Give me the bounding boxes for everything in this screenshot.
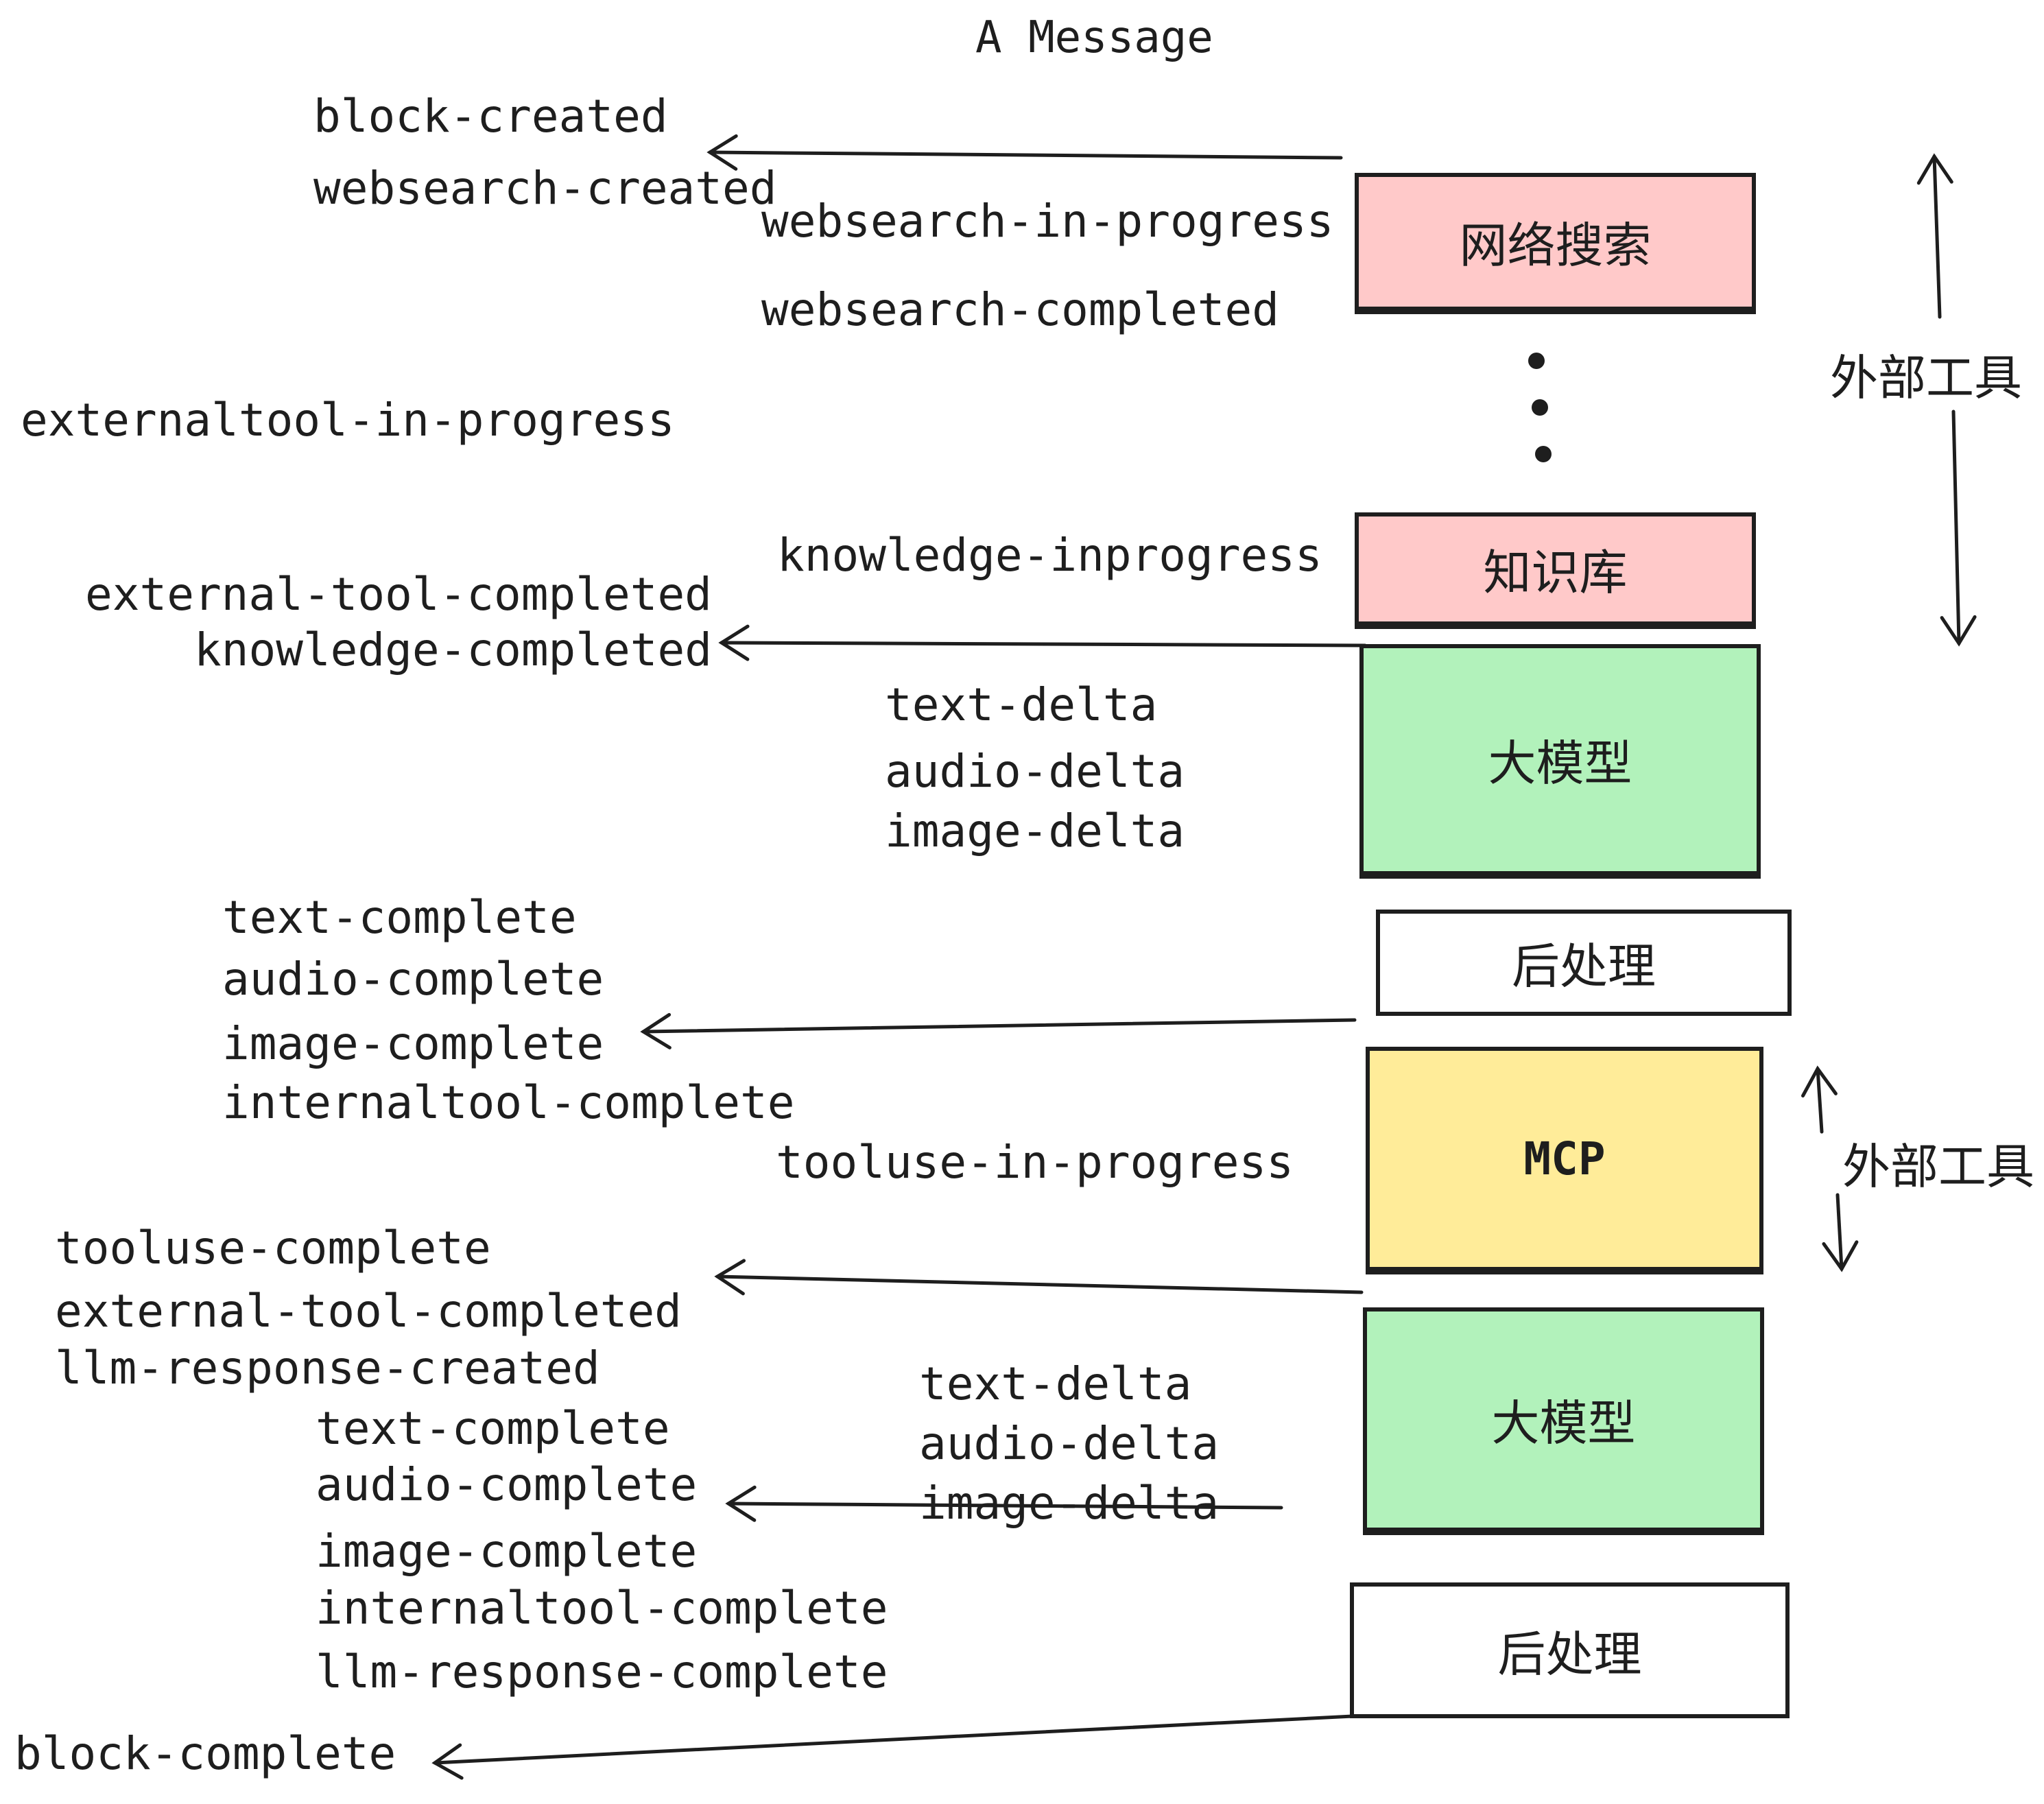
node-llm-1-label: 大模型 — [1488, 737, 1632, 790]
event-external-tool-completed-1: external-tool-completed — [85, 568, 712, 621]
arrow-to-tooluse-complete — [714, 1259, 1364, 1296]
node-knowledge: 知识库 — [1355, 512, 1756, 629]
arrow-to-websearch-created — [706, 134, 1343, 171]
event-external-tool-completed-2: external-tool-completed — [55, 1285, 682, 1338]
external-tools-label-top: 外部工具 — [1830, 351, 2022, 405]
event-text-complete-1: text-complete — [222, 891, 577, 944]
external-tools-label-mcp: 外部工具 — [1842, 1140, 2034, 1194]
mcp-down-arrow — [1822, 1193, 1859, 1272]
event-llm-response-complete: llm-response-complete — [316, 1646, 888, 1698]
event-internaltool-complete-2: internaltool-complete — [316, 1582, 888, 1635]
diagram-title: A Message — [975, 12, 1213, 63]
external-tools-down-arrow — [1940, 410, 1977, 647]
event-externaltool-in-progress: externaltool-in-progress — [21, 394, 675, 447]
arrow-to-block-complete — [431, 1714, 1355, 1780]
node-post-2-label: 后处理 — [1497, 1627, 1642, 1681]
event-internaltool-complete-1: internaltool-complete — [222, 1076, 795, 1129]
vertical-ellipsis — [1528, 353, 1552, 462]
node-llm-2-label: 大模型 — [1491, 1397, 1636, 1450]
ellipsis-dot — [1528, 353, 1545, 369]
event-tooluse-complete: tooluse-complete — [55, 1222, 491, 1274]
node-post-1: 后处理 — [1376, 910, 1792, 1016]
node-websearch-label: 网络搜索 — [1459, 219, 1652, 272]
node-post-1-label: 后处理 — [1512, 940, 1656, 993]
mcp-up-arrow — [1801, 1065, 1838, 1134]
event-websearch-completed: websearch-completed — [761, 283, 1279, 336]
event-llm-response-created: llm-response-created — [55, 1342, 600, 1394]
event-audio-delta-2: audio-delta — [919, 1417, 1220, 1470]
ellipsis-dot — [1532, 399, 1548, 416]
node-llm-1: 大模型 — [1359, 644, 1761, 879]
arrow-to-knowledge-completed — [718, 624, 1367, 661]
node-knowledge-label: 知识库 — [1483, 546, 1628, 600]
event-text-delta-2: text-delta — [919, 1357, 1192, 1410]
event-block-complete: block-complete — [14, 1727, 396, 1780]
node-mcp: MCP — [1366, 1047, 1763, 1274]
external-tools-up-arrow — [1916, 153, 1953, 319]
node-mcp-label: MCP — [1523, 1132, 1606, 1185]
event-tooluse-in-progress: tooluse-in-progress — [776, 1136, 1294, 1189]
node-llm-2: 大模型 — [1363, 1307, 1764, 1535]
event-image-delta-2: image-delta — [919, 1477, 1220, 1530]
event-websearch-in-progress: websearch-in-progress — [761, 195, 1334, 248]
event-knowledge-completed: knowledge-completed — [194, 624, 712, 676]
event-image-delta-1: image-delta — [885, 805, 1185, 857]
event-websearch-created: websearch-created — [313, 162, 777, 215]
event-audio-complete-2: audio-complete — [316, 1458, 698, 1511]
event-image-complete-1: image-complete — [222, 1017, 604, 1070]
event-audio-delta-1: audio-delta — [885, 745, 1185, 798]
ellipsis-dot — [1535, 446, 1552, 462]
node-websearch: 网络搜索 — [1355, 173, 1756, 314]
event-knowledge-inprogress: knowledge-inprogress — [777, 529, 1322, 582]
event-text-complete-2: text-complete — [316, 1402, 670, 1455]
event-text-delta-1: text-delta — [885, 678, 1158, 731]
event-image-complete-2: image-complete — [316, 1525, 698, 1578]
arrow-to-image-complete — [640, 1012, 1357, 1049]
event-block-created: block-created — [313, 90, 668, 143]
event-audio-complete-1: audio-complete — [222, 953, 604, 1006]
node-post-2: 后处理 — [1350, 1582, 1790, 1718]
